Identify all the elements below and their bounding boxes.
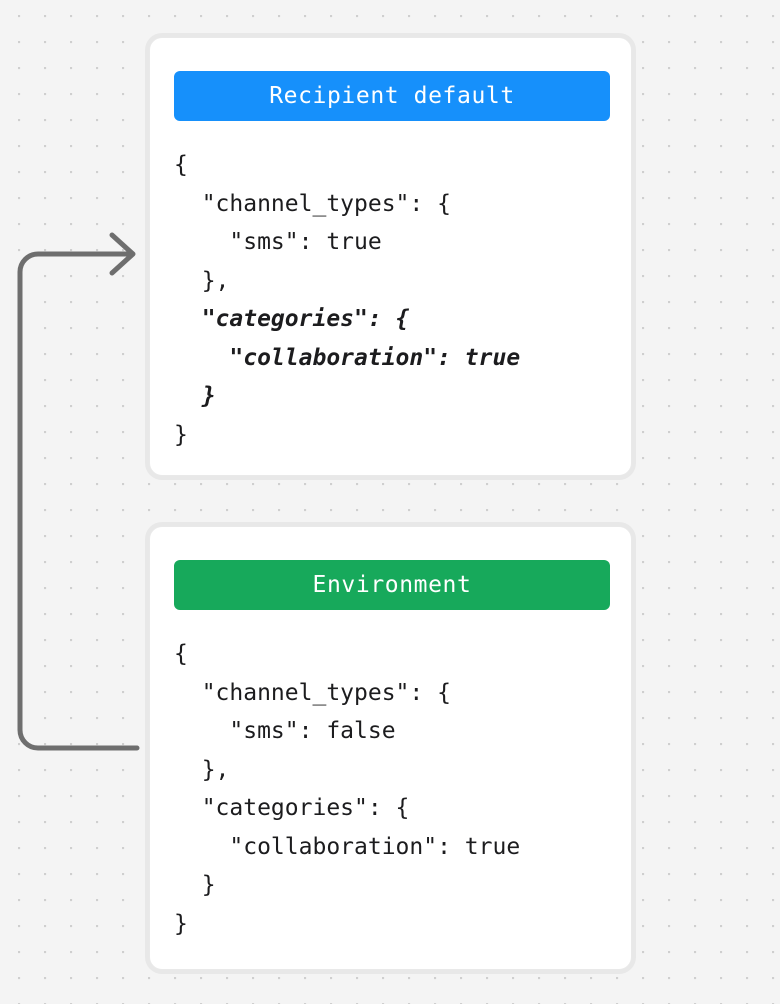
card-header-environment: Environment [174, 560, 610, 610]
code-block-environment: { "channel_types": { "sms": false }, "ca… [174, 635, 615, 943]
code-line: } [174, 872, 216, 898]
code-line: } [174, 421, 188, 448]
code-line: { [174, 641, 188, 667]
code-line: "collaboration": true [174, 344, 521, 371]
code-line: "channel_types": { [174, 190, 451, 217]
code-line: "categories": { [174, 306, 410, 332]
code-line: "sms": false [174, 718, 396, 744]
code-line: "collaboration": true [174, 833, 521, 860]
code-line: }, [174, 756, 230, 783]
code-line: "categories": { [174, 795, 410, 821]
inherit-arrow-path [17, 251, 140, 751]
card-environment: Environment { "channel_types": { "sms": … [149, 526, 632, 970]
code-line: } [174, 383, 216, 409]
inherit-arrow [17, 232, 140, 751]
code-line: } [174, 910, 188, 937]
card-recipient-default: Recipient default { "channel_types": { "… [149, 37, 632, 476]
code-line: "sms": true [174, 229, 382, 255]
code-line: "channel_types": { [174, 679, 451, 706]
code-line: { [174, 152, 188, 178]
code-block-recipient-default: { "channel_types": { "sms": true }, "cat… [174, 146, 615, 454]
card-header-recipient-default: Recipient default [174, 71, 610, 121]
inherit-arrow-head-icon [109, 232, 136, 276]
code-line: }, [174, 267, 230, 294]
